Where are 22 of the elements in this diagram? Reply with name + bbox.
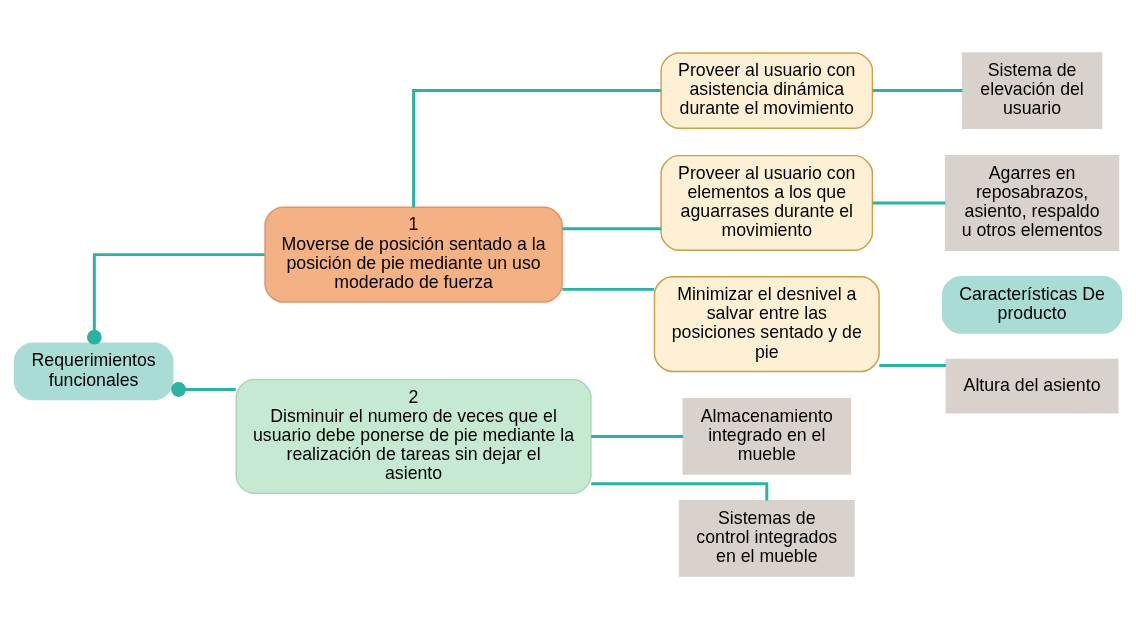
node-box: 1 Moverse de posición sentado a la posición de pie mediante un uso moderado de fuerza bbox=[264, 206, 563, 303]
connector bbox=[562, 227, 662, 231]
connector bbox=[171, 382, 236, 397]
node-box: Minimizar el desnivel a salvar entre las posiciones sentado y de pie bbox=[653, 276, 880, 373]
node-box: Proveer al usuario con asistencia dinámica durante el movimiento bbox=[660, 52, 874, 129]
connector bbox=[562, 287, 655, 291]
connector bbox=[412, 89, 661, 208]
node-box: Agarres en reposabrazos, asiento, respaldo u otros elementos bbox=[944, 154, 1120, 251]
node-box: Altura del asiento bbox=[945, 358, 1119, 414]
node-box: Sistema de elevación del usuario bbox=[961, 52, 1103, 129]
node-box: Proveer al usuario con elementos a los que aguarrases durante el movimiento bbox=[660, 154, 874, 251]
connector bbox=[591, 482, 769, 501]
connector bbox=[872, 201, 946, 205]
connector bbox=[86, 253, 265, 345]
node-box: Características De producto bbox=[941, 276, 1123, 334]
node-box: Requerimientos funcionales bbox=[13, 342, 174, 401]
connector bbox=[879, 364, 946, 367]
node-box: Sistemas de control integrados en el mueble bbox=[678, 500, 855, 577]
connector bbox=[591, 434, 684, 438]
node-box: 2 Disminuir el numero de veces que el usuario debe ponerse de pie mediante la realización de tareas sin dejar el asiento bbox=[235, 378, 592, 495]
connector bbox=[872, 89, 963, 93]
node-box: Almacenamiento integrado en el mueble bbox=[682, 398, 851, 475]
